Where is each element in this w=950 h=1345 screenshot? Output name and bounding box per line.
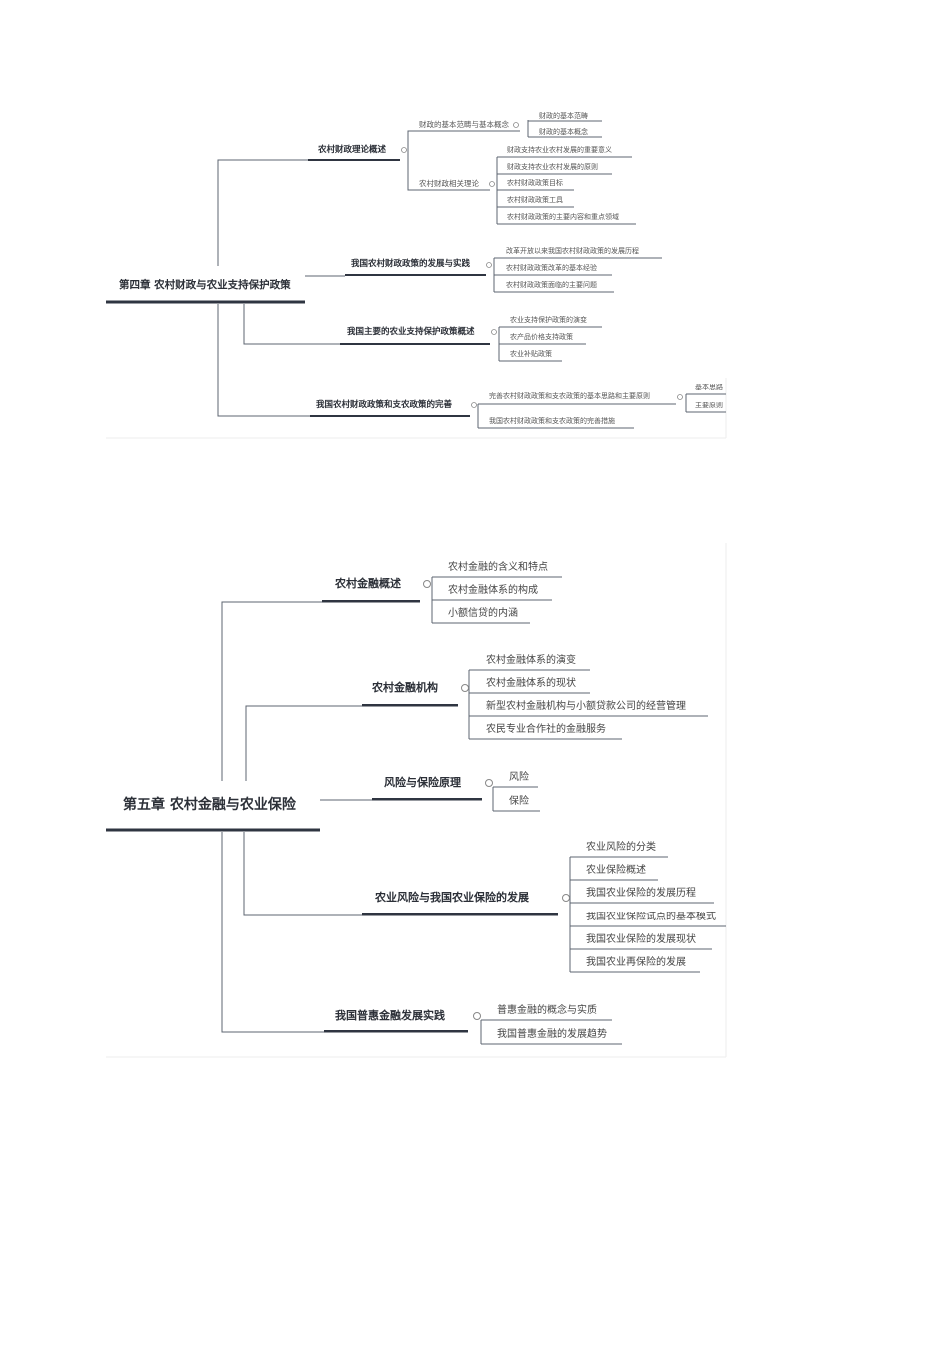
- chapter5-leaf[interactable]: 农村金融的含义和特点: [448, 562, 548, 573]
- chapter4-branch-3[interactable]: 我国主要的农业支持保护政策概述: [347, 327, 475, 337]
- chapter5-leaf[interactable]: 保险: [509, 796, 529, 807]
- chapter4-leaf[interactable]: 农村财政政策的主要内容和重点领域: [507, 213, 619, 221]
- chapter5-branch-2[interactable]: 农村金融机构: [372, 681, 438, 694]
- chapter4-leaf[interactable]: 农村财政政策目标: [507, 179, 563, 187]
- chapter5-leaf[interactable]: 我国农业再保险的发展: [586, 957, 686, 968]
- chapter4-leaf[interactable]: 农村财政政策面临的主要问题: [506, 281, 597, 289]
- chapter4-branch-1-sub-2[interactable]: 农村财政相关理论: [419, 179, 479, 188]
- chapter5-branch-5[interactable]: 我国普惠金融发展实践: [335, 1009, 445, 1022]
- chapter5-leaf[interactable]: 农村金融体系的现状: [486, 678, 576, 689]
- chapter5-branch-4[interactable]: 农业风险与我国农业保险的发展: [375, 891, 529, 904]
- chapter4-leaf[interactable]: 农业补贴政策: [510, 350, 552, 358]
- chapter4-leaf[interactable]: 财政的基本范畴: [539, 112, 588, 120]
- chapter5-leaf[interactable]: 普惠金融的概念与实质: [497, 1005, 597, 1016]
- chapter5-branch-1[interactable]: 农村金融概述: [335, 577, 401, 590]
- chapter5-leaf[interactable]: 新型农村金融机构与小额贷款公司的经营管理: [486, 701, 686, 712]
- chapter4-leaf[interactable]: 我国农村财政政策和支农政策的完善措施: [489, 417, 615, 425]
- chapter5-leaf[interactable]: 农村金融体系的构成: [448, 585, 538, 596]
- chapter4-leaf[interactable]: 农产品价格支持政策: [510, 333, 573, 341]
- chapter4-branch-2[interactable]: 我国农村财政政策的发展与实践: [351, 259, 471, 269]
- chapter4-leaf[interactable]: 财政支持农业农村发展的重要意义: [507, 146, 612, 154]
- chapter4-leaf[interactable]: 改革开放以来我国农村财政政策的发展历程: [506, 247, 639, 255]
- chapter4-leaf[interactable]: 主要原则: [695, 402, 723, 409]
- chapter4-leaf[interactable]: 农村财政政策工具: [507, 196, 563, 204]
- chapter4-branch-4[interactable]: 我国农村财政政策和支农政策的完善: [316, 400, 453, 410]
- chapter5-leaf[interactable]: 农村金融体系的演变: [486, 655, 576, 666]
- chapter5-leaf[interactable]: 农业保险概述: [586, 865, 646, 876]
- chapter4-branch-1-sub-1[interactable]: 财政的基本范畴与基本概念: [419, 120, 509, 129]
- chapter5-branch-3[interactable]: 风险与保险原理: [384, 776, 461, 789]
- chapter5-leaf[interactable]: 农民专业合作社的金融服务: [486, 724, 606, 735]
- chapter5-leaf[interactable]: 风险: [509, 772, 529, 783]
- chapter5-leaf[interactable]: 我国农业保险的发展现状: [586, 934, 696, 945]
- chapter4-leaf[interactable]: 财政的基本概念: [539, 128, 588, 136]
- chapter4-branch-4-sub-1[interactable]: 完善农村财政政策和支农政策的基本思路和主要原则: [489, 392, 650, 400]
- chapter5-leaf[interactable]: 我国农业保险试点的基本模式: [586, 912, 716, 922]
- chapter4-leaf[interactable]: 财政支持农业农村发展的原则: [507, 163, 598, 171]
- chapter4-branch-1[interactable]: 农村财政理论概述: [318, 145, 387, 155]
- chapter5-leaf[interactable]: 我国农业保险的发展历程: [586, 888, 696, 899]
- chapter5-leaf[interactable]: 农业风险的分类: [586, 842, 656, 853]
- chapter5-leaf[interactable]: 小额信贷的内涵: [448, 608, 518, 619]
- chapter5-leaf[interactable]: 我国普惠金融的发展趋势: [497, 1029, 607, 1040]
- chapter4-leaf[interactable]: 基本思路: [695, 384, 723, 391]
- chapter4-leaf[interactable]: 农村财政政策改革的基本经验: [506, 264, 597, 272]
- chapter4-leaf[interactable]: 农业支持保护政策的演变: [510, 316, 587, 324]
- chapter5-root: 第五章 农村金融与农业保险: [123, 797, 296, 813]
- chapter4-root: 第四章 农村财政与农业支持保护政策: [119, 279, 291, 291]
